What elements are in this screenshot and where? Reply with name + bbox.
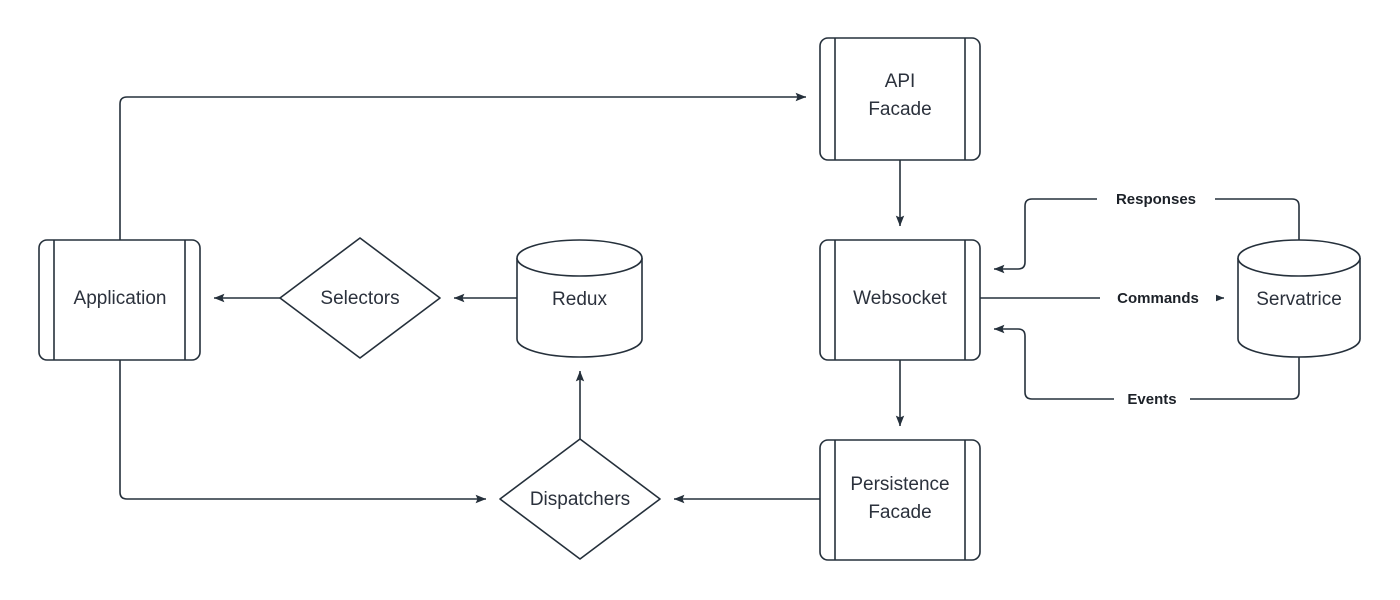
edge-label-layer: Responses Commands Events xyxy=(1097,188,1216,410)
persistence-facade-body[interactable] xyxy=(819,439,981,561)
node-redux[interactable]: Redux xyxy=(516,239,643,358)
node-servatrice[interactable]: Servatrice xyxy=(1237,239,1361,358)
api-facade-label-line2: Facade xyxy=(868,99,931,120)
edge-label-responses: Responses xyxy=(1116,191,1196,208)
redux-label: Redux xyxy=(552,289,607,310)
node-websocket[interactable]: Websocket xyxy=(819,239,981,361)
node-api-facade[interactable]: API Facade xyxy=(819,37,981,161)
api-facade-body[interactable] xyxy=(819,37,981,161)
redux-top-ellipse xyxy=(516,239,643,277)
edge-label-events: Events xyxy=(1127,391,1176,408)
node-selectors[interactable]: Selectors xyxy=(279,237,441,359)
node-dispatchers[interactable]: Dispatchers xyxy=(499,438,661,560)
api-facade-label-line1: API xyxy=(885,71,916,92)
servatrice-body[interactable] xyxy=(1237,258,1361,358)
websocket-label: Websocket xyxy=(853,288,947,309)
node-persistence-facade[interactable]: Persistence Facade xyxy=(819,439,981,561)
selectors-label: Selectors xyxy=(320,288,399,309)
dispatchers-label: Dispatchers xyxy=(530,489,630,510)
servatrice-label: Servatrice xyxy=(1256,289,1342,310)
redux-body[interactable] xyxy=(516,258,643,358)
persistence-facade-label-line2: Facade xyxy=(868,502,931,523)
commands-label-backdrop xyxy=(1100,287,1216,309)
responses-label-backdrop xyxy=(1097,188,1215,210)
persistence-facade-label-line1: Persistence xyxy=(850,474,949,495)
edge-application-to-api-facade xyxy=(119,92,807,240)
application-label: Application xyxy=(74,288,167,309)
edge-label-commands: Commands xyxy=(1117,290,1199,307)
dispatchers-body[interactable] xyxy=(499,438,661,560)
events-label-backdrop xyxy=(1114,388,1190,410)
node-application[interactable]: Application xyxy=(38,239,201,361)
edge-servatrice-events-to-websocket xyxy=(993,324,1300,400)
edge-application-to-dispatchers xyxy=(119,360,487,504)
websocket-body[interactable] xyxy=(819,239,981,361)
selectors-body[interactable] xyxy=(279,237,441,359)
edge-servatrice-responses-to-websocket xyxy=(993,198,1300,274)
servatrice-top-ellipse xyxy=(1237,239,1361,277)
application-body[interactable] xyxy=(38,239,201,361)
